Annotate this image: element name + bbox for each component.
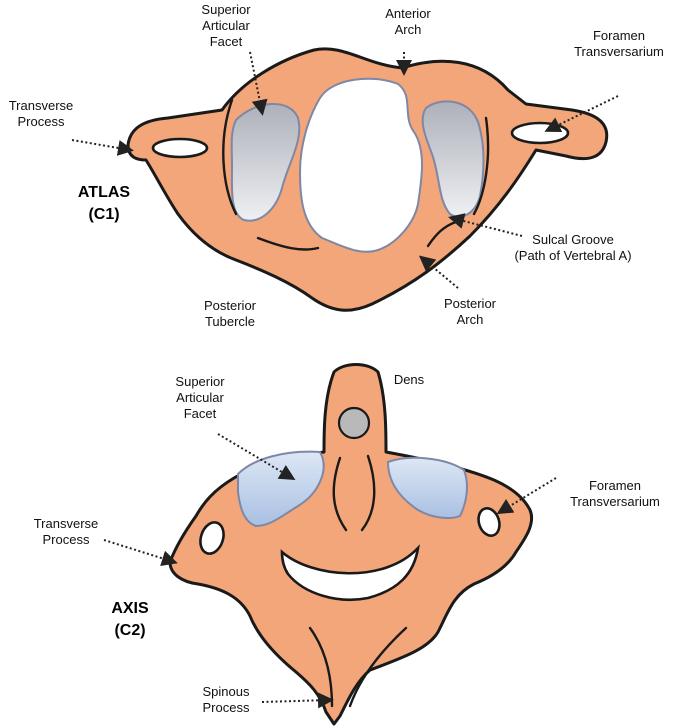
atlas-foramen-transversarium-right [510, 121, 570, 145]
axis-vertebra [168, 363, 533, 726]
atlas-foramen-transversarium-left [151, 137, 209, 159]
atlas-sulcal-groove-left [222, 98, 238, 216]
axis-label-transverse-process: Transverse Process [33, 516, 99, 547]
ptr-atlas-foramen [544, 95, 619, 132]
atlas-superior-articular-facet-left [230, 103, 301, 222]
atlas-vertebral-foramen [298, 77, 423, 253]
axis-foramen-transversarium-right [477, 507, 501, 537]
axis-pointer-lines [103, 433, 557, 709]
atlas-label-sulcal-groove: Sulcal Groove (Path of Vertebral A) [514, 232, 632, 263]
atlas-superior-articular-facet-right [421, 100, 485, 218]
atlas-title: ATLAS (C1) [77, 184, 131, 223]
atlas-vertebra [126, 47, 609, 312]
ptr-atlas-sulcal [448, 213, 523, 237]
ptr-atlas-transverse [71, 139, 134, 156]
axis-dens-tip [337, 406, 371, 440]
axis-spinous-ridge-right [348, 626, 408, 708]
axis-vertebral-foramen [280, 544, 420, 602]
ptr-atlas-facet [249, 51, 268, 116]
atlas-label-anterior-arch: Anterior Arch [385, 6, 431, 37]
axis-superior-articular-facet-right [386, 456, 468, 519]
atlas-sulcal-groove-left-lower [256, 236, 320, 251]
axis-label-dens: Dens [393, 372, 425, 387]
axis-label-spinous-process: Spinous Process [202, 684, 250, 715]
atlas-label-posterior-tubercle: Posterior Tubercle [203, 298, 257, 329]
axis-label-foramen-transversarium: Foramen Transversarium [570, 478, 660, 509]
ptr-atlas-posterior-arch [418, 255, 459, 289]
atlas-label-foramen-transversarium: Foramen Transversarium [574, 28, 664, 59]
atlas-label-transverse-process: Transverse Process [8, 98, 74, 129]
axis-label-superior-articular-facet: Superior Articular Facet [175, 374, 225, 421]
axis-foramen-transversarium-left [199, 521, 225, 555]
atlas-sulcal-groove-right [472, 116, 490, 216]
ptr-axis-foramen [496, 477, 557, 515]
atlas-label-superior-articular-facet: Superior Articular Facet [201, 2, 251, 49]
axis-title: AXIS (C2) [111, 600, 149, 639]
ptr-axis-facet [217, 433, 296, 481]
axis-ridge-left [332, 456, 348, 532]
axis-bone-body [168, 363, 533, 726]
axis-ridge-right [360, 454, 376, 532]
axis-superior-articular-facet-left [237, 450, 325, 528]
atlas-pointer-lines [71, 51, 619, 289]
ptr-axis-transverse [103, 539, 178, 567]
atlas-label-posterior-arch: Posterior Arch [443, 296, 497, 327]
